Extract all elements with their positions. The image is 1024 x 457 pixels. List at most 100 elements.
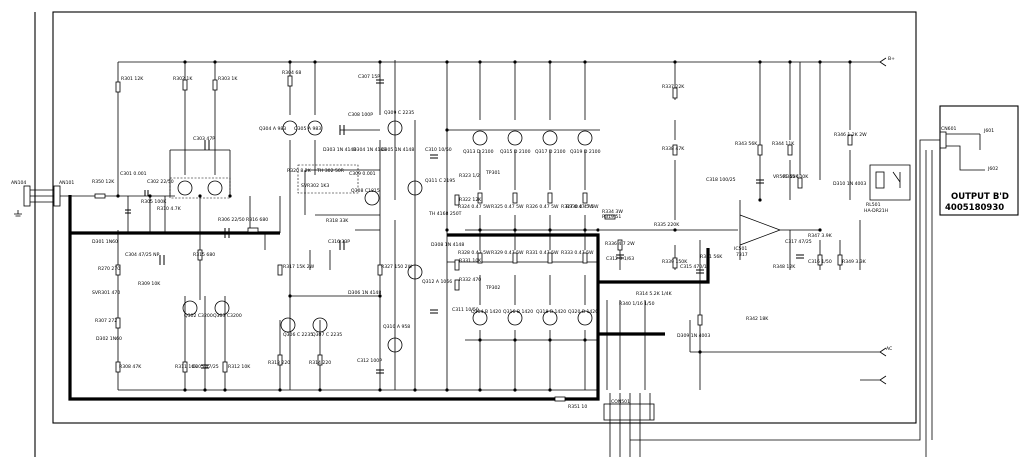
- label-c301: C301 0.001: [120, 171, 147, 177]
- label-r332: R332 470: [459, 277, 481, 283]
- label-r351: R351 10: [568, 404, 587, 410]
- label-d306: D306 1N 4148: [348, 290, 381, 296]
- label-r309: R309 10K: [138, 281, 161, 287]
- output-board-wiring: [925, 133, 985, 457]
- input-stage-wiring: [117, 62, 281, 390]
- label-q302: Q302 C3200: [184, 313, 213, 319]
- output-board-part-number: 4005180930: [945, 203, 1004, 213]
- label-q306: Q306 C 2235: [283, 332, 313, 338]
- label-tp302: TP302: [485, 285, 500, 291]
- an101-label: AN101: [59, 180, 74, 186]
- label-r317: R317 15K 2W: [283, 264, 315, 270]
- label-r320: R320 8.2K: [287, 168, 312, 174]
- label-r335: R335 220K: [654, 222, 680, 228]
- label-r312: R312 10K: [228, 364, 251, 370]
- label-r331b: R331 0.47 5W: [526, 250, 559, 256]
- ac-rail: [700, 347, 887, 357]
- an101-connector: [53, 185, 61, 207]
- label-r306: R306 22/50: [218, 217, 245, 223]
- label-q316: Q316 B 1420: [503, 309, 533, 315]
- label-r316: R316 680: [246, 217, 268, 223]
- label-q319: Q319 D 2100: [570, 149, 601, 155]
- label-c316b: C316 1/50: [808, 259, 832, 265]
- label-r326: R326 0.47 5W: [526, 204, 559, 210]
- label-q311: Q311 C 2195: [425, 178, 455, 184]
- junction-dots: [116, 60, 852, 392]
- an104-label: AN104: [11, 180, 26, 186]
- jack-2-label: J602: [987, 166, 998, 172]
- label-q304: Q304 A 983: [259, 126, 286, 132]
- label-th302: TH 302 50R: [316, 168, 345, 174]
- label-r314b: R314 5.2K 1/4K: [636, 291, 673, 297]
- label-svr302: SVR302 1K3: [301, 183, 329, 189]
- label-vr501: VR501 50K: [773, 174, 799, 180]
- label-r334: R334 3W: [602, 209, 623, 215]
- label-r303: R303 1K: [218, 76, 238, 82]
- main-board-outline: [52, 11, 917, 424]
- label-q305: Q305 A 983: [294, 126, 321, 132]
- label-r344: R344 11K: [772, 141, 795, 147]
- cn601-connector: [939, 131, 947, 149]
- transistor-symbols: [177, 120, 593, 353]
- relay-ref-label: RL501: [866, 202, 881, 208]
- label-r328: R328 0.47 5W: [458, 250, 491, 256]
- label-r346: R346 1.2K 2W: [834, 132, 867, 138]
- relay-contact: [892, 171, 901, 188]
- label-r342: R342 18K: [746, 316, 769, 322]
- label-r319: R319 51: [602, 214, 621, 220]
- label-c304: C304 47/25 NP: [125, 252, 160, 258]
- label-r304: R304 68: [282, 70, 301, 76]
- label-d303: D303 1N 4148: [323, 147, 356, 153]
- label-r301: R301 12K: [121, 76, 144, 82]
- an104-connector: [23, 185, 31, 207]
- label-d301: D301 1N60: [92, 239, 118, 245]
- label-c318: C318 100/25: [706, 177, 736, 183]
- resistor-symbols: [94, 75, 853, 402]
- relay-coil: [875, 171, 885, 189]
- label-c315: C315 470/10: [680, 264, 710, 270]
- label-r349: R349 3.3K: [842, 259, 867, 265]
- ic-ref-label: IC501: [734, 246, 747, 252]
- label-r341: R341 56K: [700, 254, 723, 260]
- label-d310: D310 1N 4003: [833, 181, 866, 187]
- output-stage-wiring: [446, 62, 600, 390]
- label-q310: Q310 A 958: [383, 324, 410, 330]
- label-c303: C303 47P: [193, 136, 215, 142]
- label-d308: D308 1N 4148: [431, 242, 464, 248]
- label-c305: C305 47/25: [192, 364, 219, 370]
- label-c312: C312 0.1/63: [606, 256, 634, 262]
- label-r313: R313 220: [268, 360, 290, 366]
- label-th301: TH 4168 250T: [428, 211, 462, 217]
- label-r348: R348 12K: [773, 264, 796, 270]
- label-d304: D304 1N 4148: [353, 147, 386, 153]
- label-c312b: C312 100P: [357, 358, 382, 364]
- ground-trace-right: [598, 248, 710, 284]
- label-c308: C308 100P: [348, 112, 373, 118]
- label-d302: D302 1N60: [96, 336, 122, 342]
- b-plus-label: B+: [888, 56, 895, 62]
- capacitor-symbols: [125, 79, 804, 374]
- ic-part-label: 7317: [736, 252, 748, 258]
- label-c316: C316 33P: [328, 239, 350, 245]
- label-r325: R325 0.47 5W: [491, 204, 524, 210]
- protection-stage-wiring: [600, 62, 911, 390]
- label-r336: R336 4.7 2W: [605, 241, 635, 247]
- label-r339: R339 150K: [662, 259, 688, 265]
- label-q308: Q308 C1815: [351, 188, 380, 194]
- output-board-outline: [939, 105, 1019, 216]
- con501-wiring: [609, 139, 940, 457]
- label-d305: D305 1N 4148: [381, 147, 414, 153]
- label-r302: R302 1K: [173, 76, 193, 82]
- label-r327: R327 0.47 5W: [561, 204, 594, 210]
- label-r350: R350 12K: [92, 179, 115, 185]
- con501-connector: [603, 403, 655, 421]
- label-r318: R318 33K: [326, 218, 349, 224]
- input-ground-symbol: [14, 210, 22, 217]
- label-q303: Q303 C3200: [213, 313, 242, 319]
- con501-label: CON501: [611, 399, 630, 405]
- label-r314: R314 220: [309, 360, 331, 366]
- input-wires: [30, 189, 54, 203]
- label-r327b: R327 150 2W: [381, 264, 413, 270]
- label-r305: R305 100K: [141, 199, 167, 205]
